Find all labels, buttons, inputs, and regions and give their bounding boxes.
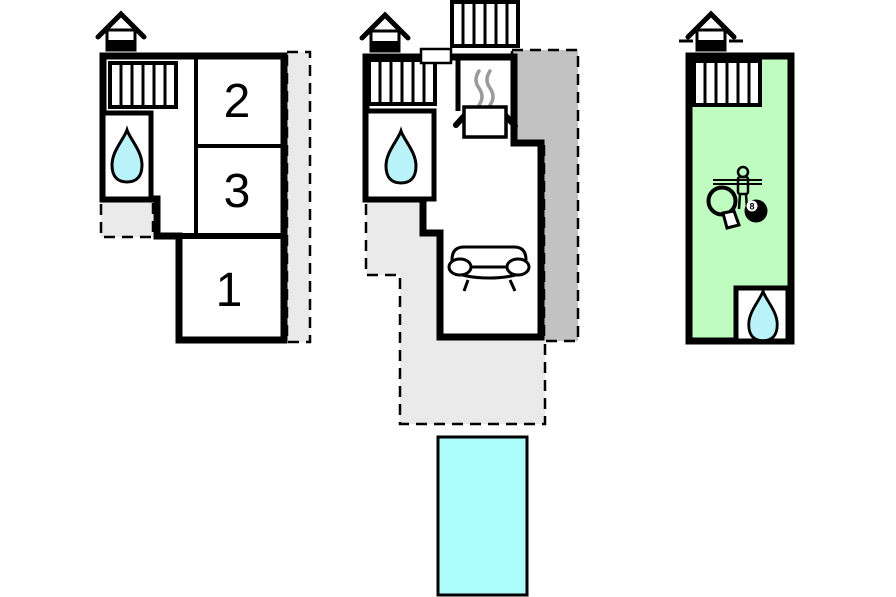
left-building: 2 3 1 <box>98 14 312 344</box>
swimming-pool <box>436 435 529 597</box>
stove-icon <box>453 69 518 139</box>
room-3-label: 3 <box>224 165 251 218</box>
middle-building-bathroom <box>363 108 437 202</box>
stove-pot-icon <box>462 105 508 139</box>
billiard-eight-ball-icon: 8 <box>744 199 768 223</box>
foosball-player-icon <box>713 165 762 210</box>
room-2-label: 2 <box>224 75 251 128</box>
sofa-icon <box>447 245 531 292</box>
right-building-bathroom <box>733 285 791 344</box>
games-icons: 8 <box>706 165 768 230</box>
eight-ball-label: 8 <box>749 202 754 212</box>
door-icon <box>419 47 453 65</box>
left-building-interior-walls <box>194 56 284 236</box>
stairs-icon <box>367 58 437 106</box>
stairs-icon <box>108 61 178 109</box>
right-building: 8 <box>679 14 795 345</box>
stairs-icon <box>692 59 762 107</box>
steam-icon <box>474 69 495 107</box>
left-building-small-terrace <box>99 199 155 239</box>
stairs-icon <box>450 0 520 48</box>
chimney-icon <box>688 14 734 50</box>
left-building-bathroom <box>100 110 154 202</box>
chimney-icon <box>362 15 408 51</box>
room-1-label: 1 <box>216 264 243 317</box>
left-building-side-terrace <box>285 50 312 344</box>
chimney-icon <box>98 14 144 50</box>
middle-building <box>362 0 580 426</box>
table-tennis-paddle-icon <box>706 185 741 230</box>
